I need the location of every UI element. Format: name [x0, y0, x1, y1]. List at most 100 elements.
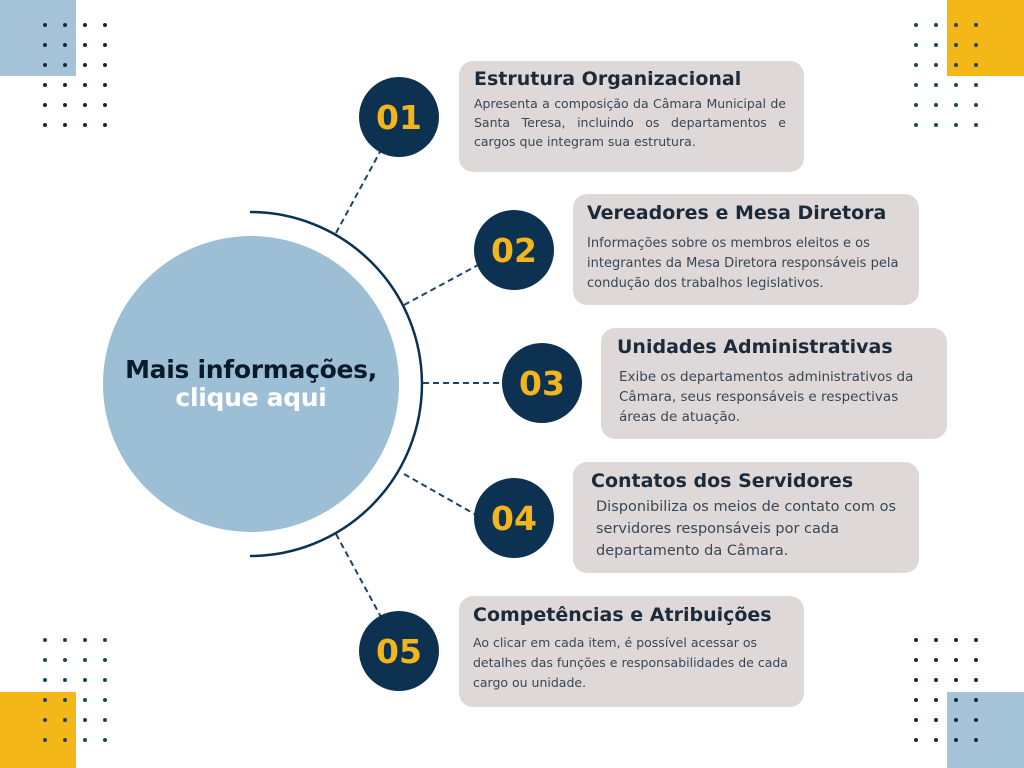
dot-grid-bottom-right	[906, 630, 986, 750]
hub-label-line2: clique aqui	[175, 383, 327, 412]
decor-dot	[63, 638, 67, 642]
decor-dot	[103, 103, 107, 107]
decor-dot	[974, 23, 978, 27]
decor-dot	[974, 123, 978, 127]
decor-dot	[914, 738, 918, 742]
decor-dot	[934, 698, 938, 702]
decor-dot	[83, 63, 87, 67]
decor-dot	[103, 23, 107, 27]
decor-dot	[974, 698, 978, 702]
decor-dot	[83, 83, 87, 87]
item-02-title: Vereadores e Mesa Diretora	[587, 202, 887, 224]
decor-dot	[103, 63, 107, 67]
item-03-number-badge[interactable]: 03	[502, 343, 582, 423]
decor-dot	[43, 43, 47, 47]
item-01-number-badge[interactable]: 01	[359, 77, 439, 157]
decor-dot	[954, 43, 958, 47]
decor-dot	[954, 718, 958, 722]
decor-dot	[63, 698, 67, 702]
decor-dot	[934, 738, 938, 742]
connector-02	[403, 264, 479, 306]
decor-dot	[83, 658, 87, 662]
decor-dot	[103, 83, 107, 87]
dot-grid-top-right	[906, 15, 986, 135]
decor-dot	[914, 43, 918, 47]
decor-dot	[63, 43, 67, 47]
decor-dot	[103, 658, 107, 662]
decor-dot	[914, 678, 918, 682]
decor-dot	[934, 638, 938, 642]
item-02-number-badge[interactable]: 02	[474, 210, 554, 290]
decor-dot	[974, 638, 978, 642]
decor-dot	[43, 23, 47, 27]
decor-dot	[103, 738, 107, 742]
decor-dot	[63, 23, 67, 27]
decor-dot	[914, 83, 918, 87]
dot-grid-bottom-left	[35, 630, 115, 750]
decor-dot	[103, 123, 107, 127]
decor-dot	[974, 103, 978, 107]
decor-dot	[43, 718, 47, 722]
decor-dot	[934, 83, 938, 87]
item-03-card[interactable]: Unidades Administrativas Exibe os depart…	[601, 328, 947, 439]
decor-dot	[954, 103, 958, 107]
item-01-card[interactable]: Estrutura Organizacional Apresenta a com…	[459, 61, 804, 172]
decor-dot	[83, 123, 87, 127]
decor-dot	[914, 103, 918, 107]
decor-dot	[974, 83, 978, 87]
decor-dot	[103, 638, 107, 642]
decor-dot	[954, 738, 958, 742]
decor-dot	[63, 83, 67, 87]
decor-dot	[83, 43, 87, 47]
decor-dot	[974, 63, 978, 67]
decor-dot	[954, 678, 958, 682]
decor-dot	[934, 63, 938, 67]
corner-block-bottom-left	[0, 692, 76, 768]
decor-dot	[63, 63, 67, 67]
item-04-card[interactable]: Contatos dos Servidores Disponibiliza os…	[573, 462, 919, 573]
decor-dot	[954, 63, 958, 67]
decor-dot	[63, 718, 67, 722]
connector-05	[335, 533, 382, 618]
connector-04	[403, 473, 479, 517]
decor-dot	[914, 718, 918, 722]
decor-dot	[934, 103, 938, 107]
item-04-description: Disponibiliza os meios de contato com os…	[596, 499, 897, 559]
decor-dot	[954, 658, 958, 662]
decor-dot	[974, 43, 978, 47]
decor-dot	[934, 678, 938, 682]
corner-block-top-right	[947, 0, 1024, 76]
decor-dot	[934, 123, 938, 127]
decor-dot	[43, 738, 47, 742]
decor-dot	[954, 698, 958, 702]
decor-dot	[43, 678, 47, 682]
decor-dot	[63, 103, 67, 107]
decor-dot	[914, 698, 918, 702]
hub-outer-arc	[249, 210, 424, 558]
decor-dot	[934, 23, 938, 27]
dot-grid-top-left	[35, 15, 115, 135]
hub-label-line1: Mais informações,	[125, 355, 377, 384]
decor-dot	[43, 103, 47, 107]
item-03-title: Unidades Administrativas	[617, 336, 893, 358]
decor-dot	[83, 698, 87, 702]
more-info-hub-button[interactable]: Mais informações, clique aqui	[103, 236, 399, 532]
decor-dot	[954, 123, 958, 127]
item-05-card[interactable]: Competências e Atribuições Ao clicar em …	[459, 596, 804, 707]
decor-dot	[83, 718, 87, 722]
decor-dot	[103, 43, 107, 47]
item-04-number-badge[interactable]: 04	[474, 478, 554, 558]
decor-dot	[43, 658, 47, 662]
decor-dot	[103, 698, 107, 702]
item-05-number-badge[interactable]: 05	[359, 611, 439, 691]
decor-dot	[914, 23, 918, 27]
decor-dot	[934, 43, 938, 47]
decor-dot	[43, 638, 47, 642]
item-02-card[interactable]: Vereadores e Mesa Diretora Informações s…	[573, 194, 919, 305]
item-02-description: Informações sobre os membros eleitos e o…	[587, 236, 899, 291]
decor-dot	[63, 678, 67, 682]
decor-dot	[43, 83, 47, 87]
decor-dot	[914, 658, 918, 662]
decor-dot	[83, 738, 87, 742]
